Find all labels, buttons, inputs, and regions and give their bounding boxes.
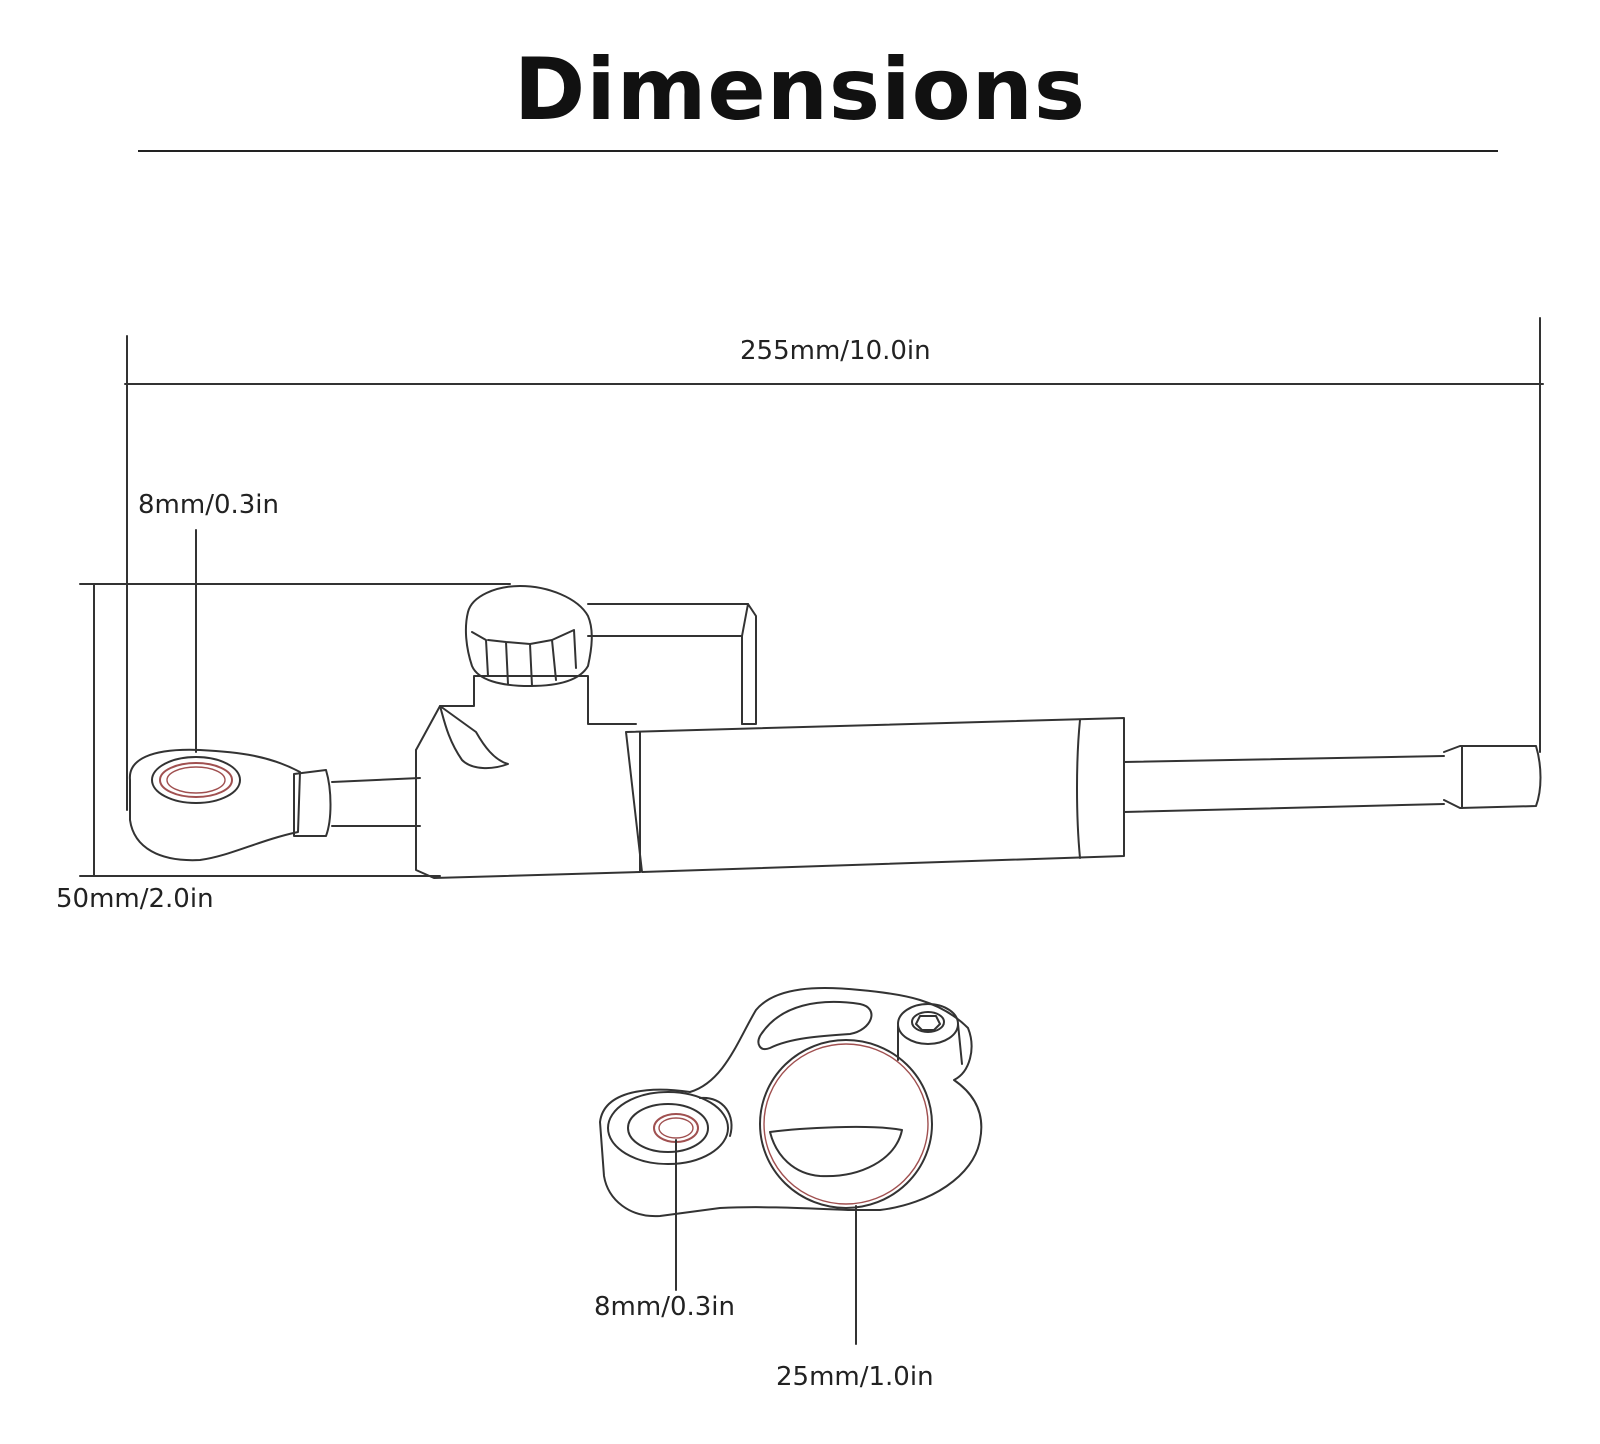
steering-damper-drawing [128, 585, 1542, 879]
title-divider [138, 150, 1498, 152]
height-label: 50mm/2.0in [56, 884, 214, 914]
clamp-drawing [599, 987, 983, 1218]
overall-length-label: 255mm/10.0in [740, 336, 931, 366]
overall-length-dimension [124, 317, 1544, 811]
page-title: Dimensions [513, 40, 1087, 140]
clamp-bolt-hole-label: 8mm/0.3in [594, 1292, 736, 1322]
clamp-bore-label: 25mm/1.0in [776, 1362, 934, 1392]
height-dimension [79, 583, 511, 877]
eyelet-hole-label: 8mm/0.3in [138, 490, 280, 520]
